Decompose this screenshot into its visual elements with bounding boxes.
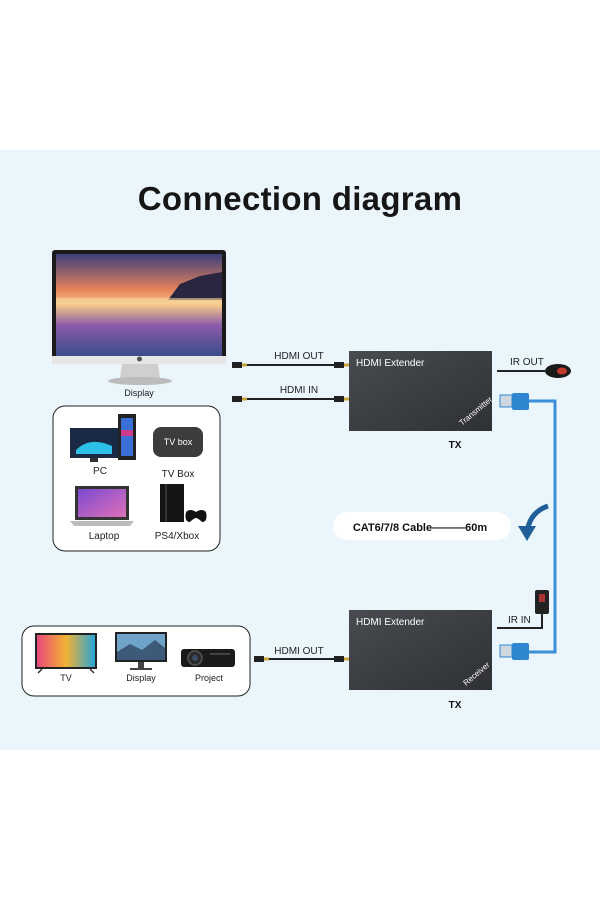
tx-hdmi-out-label: HDMI OUT xyxy=(274,351,323,362)
hdmi-out-cable-bottom xyxy=(254,656,349,662)
rx-name: HDMI Extender xyxy=(356,617,425,628)
rx-hdmi-out-label: HDMI OUT xyxy=(274,646,323,657)
source-label-laptop: Laptop xyxy=(89,531,120,542)
output-label-projector: Project xyxy=(195,673,224,683)
output-label-tv: TV xyxy=(60,673,72,683)
hdmi-in-cable xyxy=(232,396,349,402)
ir-emitter-lens xyxy=(557,367,567,375)
source-label-console: PS4/Xbox xyxy=(155,531,199,542)
pc-icon xyxy=(70,414,136,462)
ir-receiver-window xyxy=(539,594,545,602)
transmitter-box: HDMI Extender Transmitter xyxy=(349,351,494,431)
network-cable xyxy=(499,393,557,660)
display-monitor: Display xyxy=(52,250,226,398)
receiver-box: HDMI Extender Receiver xyxy=(349,610,492,690)
ir-in-wire xyxy=(497,614,543,629)
projector-icon xyxy=(181,649,235,667)
diagram-title: Connection diagram xyxy=(137,180,463,217)
laptop-icon xyxy=(70,486,134,526)
source-label-tvbox: TV Box xyxy=(162,469,195,480)
output-display-icon xyxy=(115,632,167,670)
cable-label: CAT6/7/8 Cable———60m xyxy=(353,522,488,534)
rx-caption: TX xyxy=(449,700,462,711)
tv-box-screen-text: TV box xyxy=(164,437,193,447)
tx-name: HDMI Extender xyxy=(356,358,425,369)
source-label-pc: PC xyxy=(93,466,107,477)
tv-icon xyxy=(35,633,97,674)
arrow-head xyxy=(518,526,536,541)
tx-ir-label: IR OUT xyxy=(510,357,544,368)
tx-hdmi-in-label: HDMI IN xyxy=(280,385,318,396)
tx-caption: TX xyxy=(449,440,462,451)
console-icon xyxy=(160,484,207,522)
cable-label-pill xyxy=(333,512,511,540)
display-label: Display xyxy=(124,388,154,398)
output-label-display: Display xyxy=(126,673,156,683)
rx-ir-label: IR IN xyxy=(508,615,531,626)
hdmi-out-cable-top xyxy=(232,362,349,368)
tv-box-icon: TV box xyxy=(153,427,203,457)
